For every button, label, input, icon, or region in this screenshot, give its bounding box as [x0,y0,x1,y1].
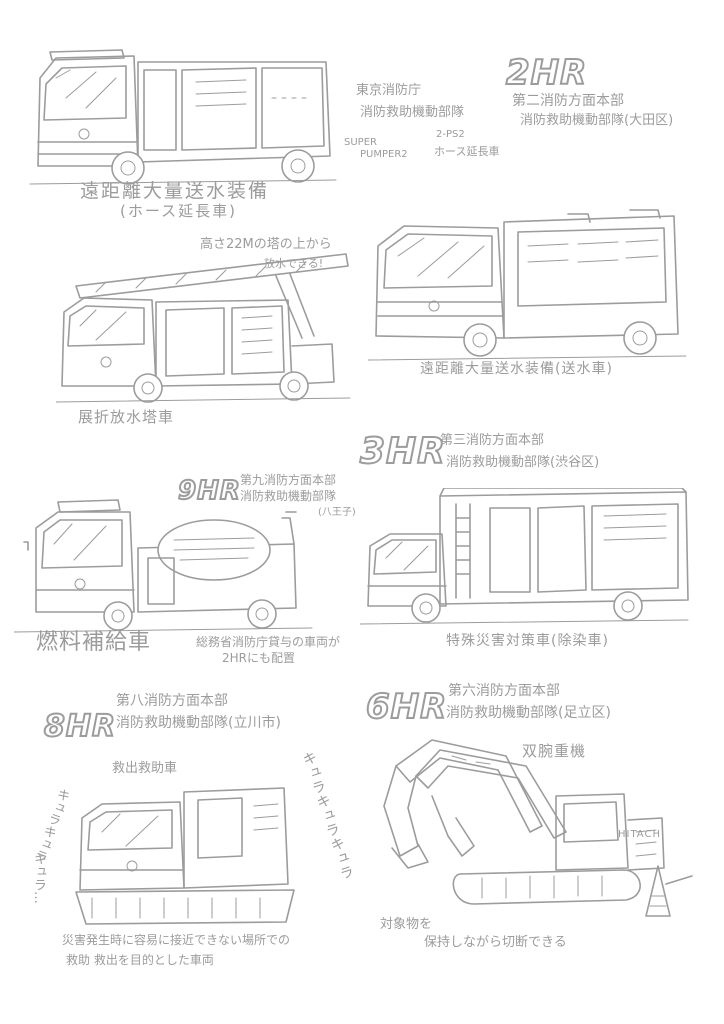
hose-extension-truck-drawing [26,38,338,188]
tower-truck-caption: 展折放水塔車 [78,408,175,426]
water-tower-truck-drawing [56,246,352,404]
excavator-note-line-1: 対象物を [380,917,433,932]
pumper-label: PUMPER2 [360,149,408,160]
decontamination-truck-drawing [360,488,690,626]
fuel-truck-caption: 燃料補給車 [36,630,152,655]
fuel-truck-note-line-1: 総務省消防庁貸与の車両が [196,635,341,649]
unit-3hr-label: 3HR [359,431,446,472]
tower-note-line-1: 高さ22Mの塔の上から [200,237,332,252]
ps2-label: 2-PS2 [436,129,465,140]
hitachi-label: HITACHI [618,829,665,840]
fuel-supply-truck-drawing [14,488,314,634]
hr3-headquarters: 第三消防方面本部 [440,433,545,448]
unit-2hr-label: 2HR [505,53,588,93]
track-sound-effect-right: キュラキュラキュラ [299,749,356,883]
hr6-headquarters: 第六消防方面本部 [448,683,560,699]
hr3-team: 消防救助機動部隊(渋谷区) [446,455,600,470]
rescue-vehicle-note-line-1: 災害発生時に容易に接近できない場所での [62,933,291,947]
hr8-team: 消防救助機動部隊(立川市) [116,715,281,731]
hr9-city: (八王子) [318,507,356,518]
hr9-team: 消防救助機動部隊 [240,489,337,503]
tfd-note-line-1: 東京消防庁 [356,83,422,98]
hr6-team: 消防救助機動部隊(足立区) [446,705,611,721]
unit-8hr-label: 8HR [43,709,117,744]
excavator-note-line-2: 保持しながら切断できる [424,935,567,950]
hose-extension-label: ホース延長車 [434,145,500,158]
water-supply-truck-caption: 遠距離大量送水装備(送水車) [420,361,613,377]
water-supply-truck-drawing [368,206,688,364]
dual-arm-machine-caption: 双腕重機 [522,742,587,760]
unit-6hr-label: 6HR [365,687,448,727]
hr9-headquarters: 第九消防方面本部 [240,473,337,487]
super-label: SUPER [344,137,377,148]
track-sound-effect-tail: キュラ… [31,852,46,904]
rescue-vehicle-caption: 救出救助車 [112,761,178,776]
tfd-note-line-2: 消防救助機動部隊 [360,105,465,120]
fuel-truck-note-line-2: 2HRにも配置 [222,651,295,665]
hose-truck-caption-line-2: (ホース延長車) [120,202,237,220]
decontamination-truck-caption: 特殊災害対策車(除染車) [446,633,609,649]
hr8-headquarters: 第八消防方面本部 [116,693,228,709]
dual-arm-excavator-drawing [356,736,694,926]
rescue-vehicle-note-line-2: 救助 救出を目的とした車両 [66,953,214,967]
unit-9hr-label: 9HR [177,476,241,506]
hr2-team: 消防救助機動部隊(大田区) [520,113,674,128]
hr2-headquarters: 第二消防方面本部 [512,93,624,109]
tower-note-line-2: 放水できる! [264,257,324,270]
hose-truck-caption-line-1: 遠距離大量送水装備 [80,180,270,202]
tracked-rescue-vehicle-drawing [72,778,302,928]
